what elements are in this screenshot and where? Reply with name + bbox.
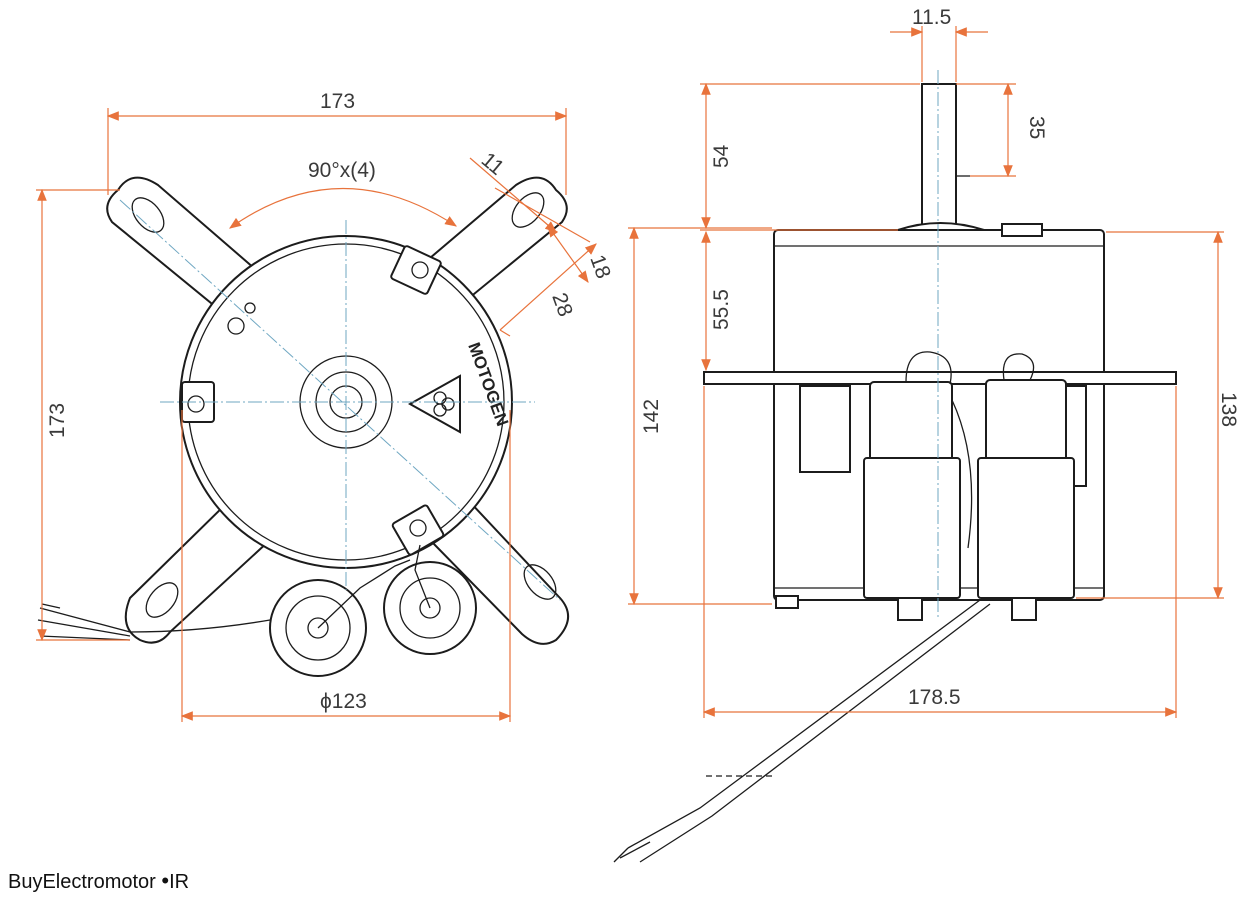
watermark-tld: IR: [169, 871, 190, 893]
slot-offset-label: 28: [547, 290, 577, 320]
shaft: [921, 83, 957, 231]
motogen-logo-icon: [407, 374, 461, 434]
capacitors: [269, 544, 477, 677]
mount-height-label: 55.5: [710, 289, 733, 330]
side-cable: [613, 599, 991, 863]
body-height-label: 138: [1217, 392, 1240, 427]
shaft-length-label: 54: [710, 144, 733, 168]
diameter-label: ϕ123: [320, 690, 367, 713]
lead-wires: [37, 603, 271, 641]
height-173-label: 173: [46, 403, 69, 438]
screw-icon: [227, 317, 245, 335]
front-view: MOTOGEN 173: [36, 90, 615, 722]
shaft-diameter-label: 11.5: [912, 6, 951, 29]
side-capacitors: [775, 351, 1075, 621]
slot-length-label: 18: [585, 252, 615, 282]
slot-width-label: 11: [477, 148, 508, 180]
overall-height-label: 142: [640, 399, 663, 434]
angle-label: 90°x(4): [308, 159, 376, 182]
watermark-dot: •: [161, 868, 170, 893]
mounting-arms: [106, 176, 569, 645]
watermark: BuyElectromotor •IR: [8, 868, 189, 894]
watermark-brand: BuyElectromotor: [8, 871, 156, 893]
bolt-tabs: [181, 245, 445, 556]
side-view: 11.5 35 54 55.5 142 138 178.5: [613, 6, 1240, 863]
width-173-label: 173: [320, 90, 355, 113]
shaft-flat-label: 35: [1025, 116, 1048, 139]
side-dimensions: 11.5 35 54 55.5 142 138 178.5: [628, 6, 1240, 718]
overall-length-label: 178.5: [908, 686, 961, 709]
